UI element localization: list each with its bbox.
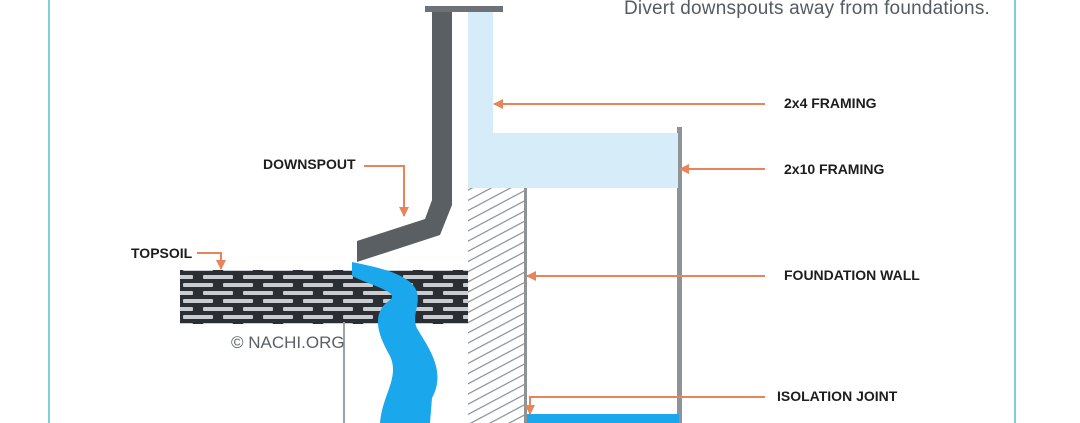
slab-shape [527, 414, 679, 423]
label-2x4-framing: 2x4 FRAMING [784, 95, 877, 111]
left-border-line [48, 0, 50, 423]
topsoil-block [180, 270, 468, 324]
copyright-text: © NACHI.ORG [231, 333, 345, 352]
label-topsoil: TOPSOIL [131, 245, 193, 261]
label-downspout: DOWNSPOUT [263, 156, 356, 172]
foundation-wall-shape [468, 188, 524, 423]
label-2x10-framing: 2x10 FRAMING [784, 161, 885, 177]
gutter-cap [425, 6, 503, 12]
arrow-topsoil [197, 252, 226, 270]
downspout-pipe [357, 12, 452, 262]
arrow-downspout [364, 165, 409, 217]
right-border-line [1014, 0, 1016, 423]
caption-text: Divert downspouts away from foundations. [623, 0, 990, 19]
label-foundation-wall: FOUNDATION WALL [784, 267, 920, 283]
water-flow [352, 262, 438, 423]
arrow-isolation-joint [525, 396, 765, 415]
label-isolation-joint: ISOLATION JOINT [777, 388, 898, 404]
framing-2x10-shape [468, 133, 678, 188]
